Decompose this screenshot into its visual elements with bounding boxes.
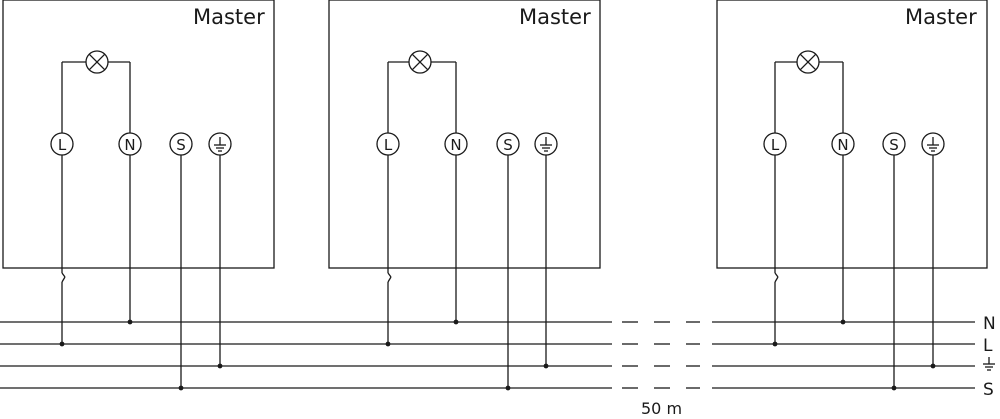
- earth-icon: [927, 137, 939, 152]
- terminal-s: S: [169, 132, 193, 156]
- lamp-icon: [796, 50, 820, 74]
- master-box-1: Master L N S: [2, 0, 275, 391]
- lamp-icon: [408, 50, 432, 74]
- terminal-earth: [921, 132, 945, 156]
- rail-label-s: S: [983, 380, 994, 400]
- drop-wires: [774, 155, 934, 388]
- terminal-s: S: [496, 132, 520, 156]
- box-title: Master: [519, 5, 591, 29]
- junction-dots: [59, 319, 223, 391]
- terminal-earth: [534, 132, 558, 156]
- svg-text:S: S: [889, 136, 899, 154]
- box-outline: [2, 0, 275, 269]
- master-box-3: Master L N S: [716, 0, 988, 391]
- terminal-n: N: [118, 132, 142, 156]
- terminal-l: L: [763, 132, 787, 156]
- svg-text:S: S: [176, 136, 186, 154]
- rail-labels: N L S: [983, 314, 996, 400]
- drop-wires: [61, 155, 221, 388]
- box-title: Master: [193, 5, 265, 29]
- earth-icon: [983, 357, 995, 371]
- lamp-icon: [85, 50, 109, 74]
- svg-text:S: S: [503, 136, 513, 154]
- rail-label-l: L: [983, 336, 993, 356]
- junction-dots: [385, 319, 549, 391]
- svg-text:N: N: [450, 136, 461, 154]
- drop-wires: [387, 155, 547, 388]
- rail-label-n: N: [983, 314, 996, 334]
- box-title: Master: [905, 5, 977, 29]
- terminal-s: S: [882, 132, 906, 156]
- earth-icon: [214, 137, 226, 152]
- svg-text:L: L: [384, 136, 393, 154]
- svg-text:N: N: [837, 136, 848, 154]
- svg-text:N: N: [124, 136, 135, 154]
- junction-dots: [772, 319, 936, 391]
- terminal-n: N: [831, 132, 855, 156]
- svg-text:L: L: [58, 136, 67, 154]
- distance-label: 50 m: [641, 399, 682, 418]
- box-outline: [716, 0, 988, 269]
- terminal-n: N: [444, 132, 468, 156]
- earth-icon: [540, 137, 552, 152]
- terminal-l: L: [50, 132, 74, 156]
- box-outline: [328, 0, 601, 269]
- svg-text:L: L: [771, 136, 780, 154]
- terminal-l: L: [376, 132, 400, 156]
- terminal-earth: [208, 132, 232, 156]
- master-box-2: Master L N S: [328, 0, 601, 391]
- bus-rails: [0, 321, 975, 389]
